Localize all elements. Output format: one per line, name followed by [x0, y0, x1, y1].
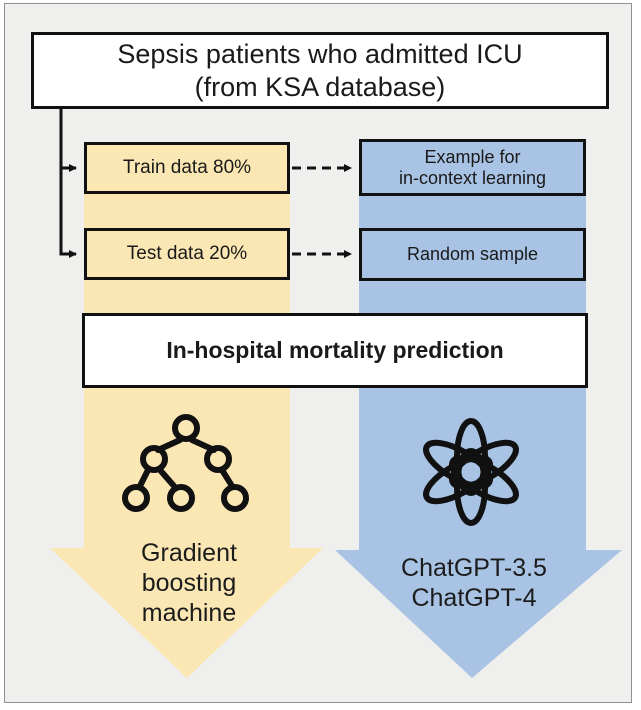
- gbm-label: Gradient boosting machine: [89, 538, 289, 628]
- train-data-box: Train data 80%: [84, 142, 290, 194]
- example-line2: in-context learning: [398, 167, 547, 188]
- gbm-down-arrow: [50, 188, 323, 678]
- prediction-box: In-hospital mortality prediction: [82, 313, 588, 388]
- test-data-label: Test data 20%: [126, 243, 248, 264]
- source-data-box: Sepsis patients who admitted ICU (from K…: [31, 32, 609, 109]
- chatgpt-line1: ChatGPT-3.5: [401, 554, 547, 582]
- random-sample-label: Random sample: [406, 244, 539, 264]
- example-box: Example for in-context learning: [359, 139, 586, 196]
- example-line1: Example for: [424, 146, 521, 167]
- random-sample-box: Random sample: [359, 228, 586, 281]
- chatgpt-label: ChatGPT-3.5 ChatGPT-4: [354, 553, 594, 613]
- openai-logo-icon: [423, 418, 519, 526]
- test-data-box: Test data 20%: [84, 228, 290, 280]
- connector-to-test: [59, 168, 77, 258]
- gbm-line2: boosting: [141, 569, 237, 597]
- source-line2: (from KSA database): [194, 71, 446, 102]
- gbm-line3: machine: [141, 599, 237, 627]
- chatgpt-line2: ChatGPT-4: [411, 584, 537, 612]
- gbm-line1: Gradient: [141, 539, 237, 567]
- train-data-label: Train data 80%: [122, 157, 252, 178]
- connector-to-train: [59, 109, 77, 172]
- tree-icon: [122, 414, 249, 512]
- source-line1: Sepsis patients who admitted ICU: [117, 38, 523, 69]
- prediction-label: In-hospital mortality prediction: [166, 337, 504, 363]
